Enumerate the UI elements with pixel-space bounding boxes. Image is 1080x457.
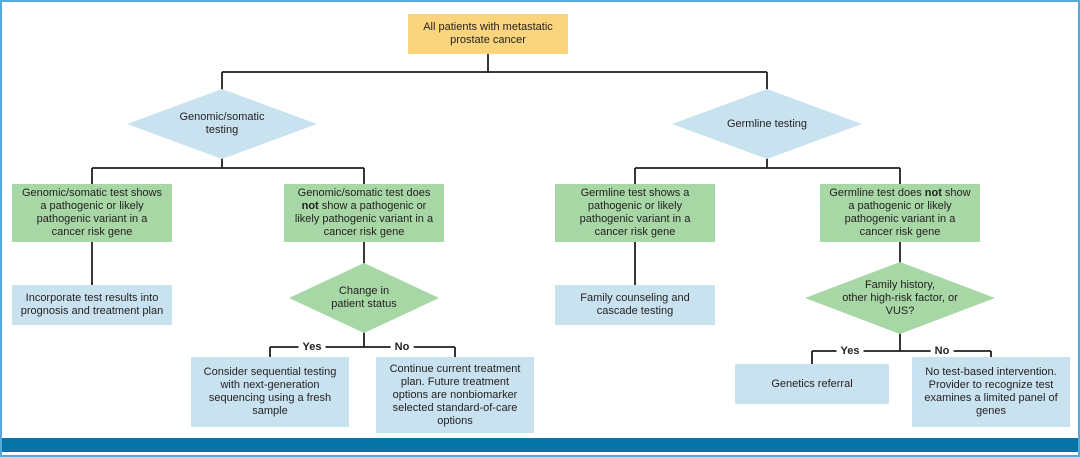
somatic-yes-label: Yes: [298, 341, 326, 353]
somatic-no-label: No: [390, 341, 414, 353]
germline-negative-result-box: Germline test does not show a pathogenic…: [820, 184, 980, 242]
somatic-decision-label: Genomic/somatic testing: [179, 111, 265, 136]
root-node-label: All patients with metastatic prostate ca…: [423, 21, 553, 46]
incorporate-results-label: Incorporate test results into prognosis …: [20, 292, 164, 317]
germline-decision-label: Germline testing: [726, 117, 808, 130]
family-history-label: Family history, other high-risk factor, …: [842, 278, 958, 317]
sequential-testing-box: Consider sequential testing with next-ge…: [191, 357, 349, 427]
somatic-positive-result-box: Genomic/somatic test shows a pathogenic …: [12, 184, 172, 242]
somatic-decision-diamond: Genomic/somatic testing: [127, 89, 317, 159]
continue-treatment-label: Continue current treatment plan. Future …: [389, 362, 521, 427]
root-node: All patients with metastatic prostate ca…: [408, 14, 568, 54]
no-intervention-label: No test-based intervention. Provider to …: [924, 366, 1058, 417]
germline-decision-diamond: Germline testing: [672, 89, 862, 159]
incorporate-results-box: Incorporate test results into prognosis …: [12, 285, 172, 325]
germline-branch-line: [634, 158, 901, 185]
sequential-testing-label: Consider sequential testing with next-ge…: [203, 366, 337, 417]
no-intervention-box: No test-based intervention. Provider to …: [912, 357, 1070, 427]
somatic-negative-result-label: Genomic/somatic test does not show a pat…: [294, 187, 434, 238]
bold-not: not: [924, 187, 942, 199]
family-counseling-box: Family counseling and cascade testing: [555, 285, 715, 325]
root-branch-line: [221, 54, 768, 90]
germline-no-label: No: [930, 345, 954, 357]
somatic-branch-line: [91, 158, 365, 185]
somatic-negative-result-box: Genomic/somatic test does not show a pat…: [284, 184, 444, 242]
genetics-referral-box: Genetics referral: [735, 364, 889, 404]
bold-not: not: [301, 200, 319, 212]
footer-bar: [2, 438, 1078, 452]
continue-treatment-box: Continue current treatment plan. Future …: [376, 357, 534, 433]
germline-positive-result-label: Germline test shows a pathogenic or like…: [579, 187, 691, 238]
family-history-diamond: Family history, other high-risk factor, …: [805, 262, 995, 334]
germline-yes-label: Yes: [836, 345, 864, 357]
germline-negative-result-label: Germline test does not show a pathogenic…: [829, 187, 971, 238]
germline-positive-result-box: Germline test shows a pathogenic or like…: [555, 184, 715, 242]
change-status-label: Change in patient status: [331, 285, 397, 310]
family-counseling-label: Family counseling and cascade testing: [580, 292, 690, 317]
genetics-referral-label: Genetics referral: [771, 377, 853, 390]
change-status-diamond: Change in patient status: [289, 263, 439, 333]
somatic-positive-result-label: Genomic/somatic test shows a pathogenic …: [22, 187, 162, 238]
